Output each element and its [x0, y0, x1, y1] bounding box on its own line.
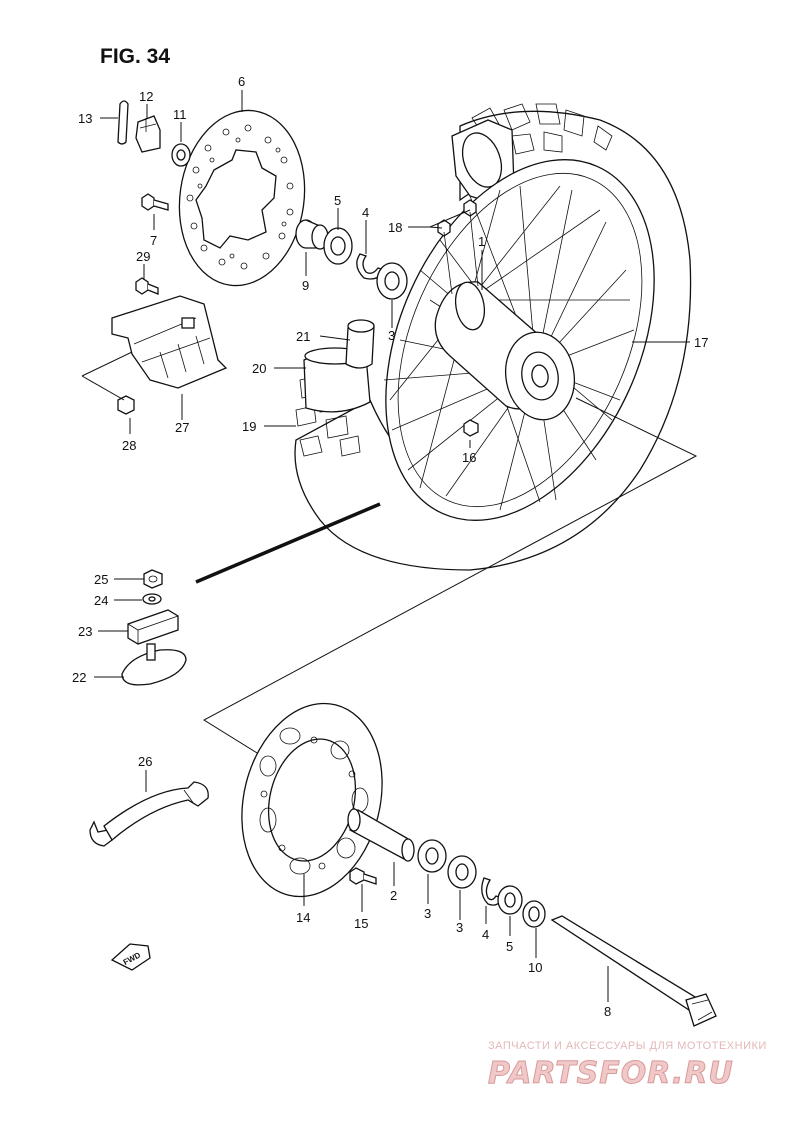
callout-labels: 13 12 11 6 7 29 5 4 9 18 1 3 21 20 17 19… — [72, 74, 708, 1019]
watermark-brand: PARTSFOR.RU — [488, 1056, 734, 1091]
callout-21: 21 — [296, 329, 310, 344]
fwd-arrow-icon: FWD — [110, 943, 151, 971]
bearing-lower-2 — [447, 855, 477, 889]
callout-8: 8 — [604, 1004, 611, 1019]
bearing-upper-left — [323, 227, 353, 265]
adjuster-washer — [142, 593, 162, 605]
guard-bolt-upper — [135, 277, 159, 295]
callout-23: 23 — [78, 624, 92, 639]
callout-29: 29 — [136, 249, 150, 264]
adjuster-plate — [121, 643, 187, 686]
callout-3-upper: 3 — [388, 328, 395, 343]
leader-lines — [94, 90, 690, 1002]
circlip-upper — [356, 253, 385, 280]
callout-25: 25 — [94, 572, 108, 587]
bearing-lower-3 — [497, 885, 523, 915]
circlip-lower — [481, 877, 503, 906]
callout-27: 27 — [175, 420, 189, 435]
hub-bolts — [437, 199, 479, 295]
callout-3-lower-1: 3 — [424, 906, 431, 921]
callout-15: 15 — [354, 916, 368, 931]
callout-13: 13 — [78, 111, 92, 126]
callout-16: 16 — [462, 450, 476, 465]
callout-1: 1 — [478, 234, 485, 249]
callout-10: 10 — [528, 960, 542, 975]
callout-11: 11 — [173, 107, 187, 122]
guard-bolt-lower — [117, 395, 135, 415]
disc-guard — [111, 295, 228, 389]
hub-spacer — [347, 808, 415, 862]
callout-20: 20 — [252, 361, 266, 376]
wheel-hub — [434, 281, 575, 421]
disc-bolt — [141, 193, 169, 211]
spacer-upper — [295, 219, 329, 250]
callout-19: 19 — [242, 419, 256, 434]
callout-4-upper: 4 — [362, 205, 369, 220]
callout-5-lower: 5 — [506, 939, 513, 954]
callout-7: 7 — [150, 233, 157, 248]
callout-4-lower: 4 — [482, 927, 489, 942]
callout-9: 9 — [302, 278, 309, 293]
bearing-upper-right — [376, 262, 408, 300]
callout-14: 14 — [296, 910, 310, 925]
callout-28: 28 — [122, 438, 136, 453]
sprocket-bolt — [349, 867, 377, 885]
callout-5-upper: 5 — [334, 193, 341, 208]
cotter-pin — [117, 100, 129, 145]
callout-12: 12 — [139, 89, 153, 104]
inner-tube-valve — [345, 319, 375, 369]
callout-26: 26 — [138, 754, 152, 769]
callout-18: 18 — [388, 220, 402, 235]
callout-3-lower-2: 3 — [456, 920, 463, 935]
figure-title: FIG. 34 — [100, 45, 170, 68]
castle-nut — [135, 115, 161, 153]
watermark: ЗАПЧАСТИ И АКСЕССУАРЫ ДЛЯ МОТОТЕХНИКИ PA… — [488, 1040, 767, 1092]
axle-spanner — [89, 781, 209, 847]
rear-sprocket — [241, 702, 383, 898]
rear-axle — [550, 915, 717, 1027]
bearing-lower-1 — [417, 839, 447, 873]
callout-24: 24 — [94, 593, 108, 608]
adjuster-block — [127, 609, 179, 645]
hub-nut — [463, 419, 479, 437]
axle-spacer — [522, 900, 546, 928]
brake-disc — [178, 109, 306, 287]
callout-17: 17 — [694, 335, 708, 350]
washer — [171, 143, 191, 167]
callout-2: 2 — [390, 888, 397, 903]
watermark-caption: ЗАПЧАСТИ И АКСЕССУАРЫ ДЛЯ МОТОТЕХНИКИ — [488, 1040, 767, 1052]
callout-6: 6 — [238, 74, 245, 89]
adjuster-nut — [143, 569, 163, 589]
callout-22: 22 — [72, 670, 86, 685]
